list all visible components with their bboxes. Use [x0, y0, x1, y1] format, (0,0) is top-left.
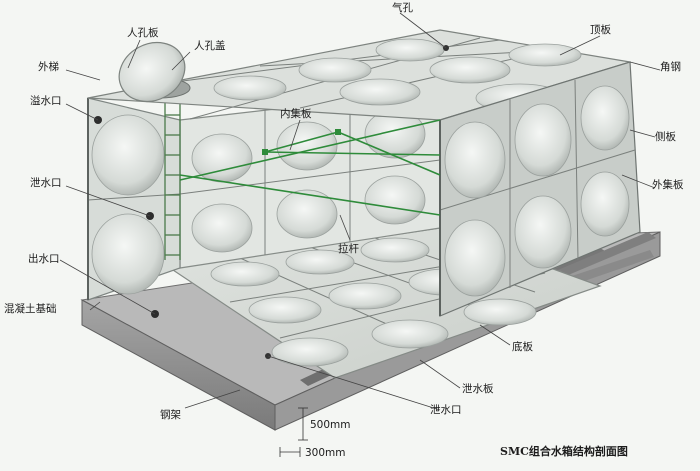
label-external-ladder: 外梯 [38, 60, 59, 73]
label-top-panel: 顶板 [590, 23, 611, 36]
label-water-outlet: 出水口 [28, 252, 60, 265]
label-tie-rod: 拉杆 [338, 242, 359, 255]
right-end-wall [439, 61, 641, 317]
label-dim-500: 500mm [310, 419, 351, 431]
dimension-markers [279, 407, 308, 457]
label-air-vent: 气孔 [392, 1, 413, 14]
left-side-wall [87, 97, 181, 318]
label-manhole-plate: 人孔板 [127, 26, 159, 39]
label-side-drain: 泄水口 [30, 176, 62, 189]
external-ladder [164, 95, 181, 260]
label-bottom-panel: 底板 [512, 340, 533, 353]
label-steel-frame: 钢架 [160, 408, 181, 421]
label-side-panel: 侧板 [655, 130, 676, 143]
label-overflow-outlet: 溢水口 [30, 94, 62, 107]
label-drain-plate: 泄水板 [462, 382, 494, 395]
label-concrete-foundation: 混凝土基础 [4, 302, 57, 315]
diagram-caption: SMC组合水箱结构剖面图 [500, 444, 628, 458]
label-bottom-drain: 泄水口 [430, 403, 462, 416]
label-outer-collector: 外集板 [652, 178, 684, 191]
label-inner-collector: 内集板 [280, 107, 312, 120]
tie-rods [179, 119, 441, 216]
manhole-cover [118, 41, 191, 103]
leader-lines [59, 12, 661, 411]
label-dim-300: 300mm [305, 447, 346, 459]
label-manhole-cover: 人孔盖 [194, 39, 226, 52]
label-angle-steel: 角钢 [660, 60, 681, 73]
